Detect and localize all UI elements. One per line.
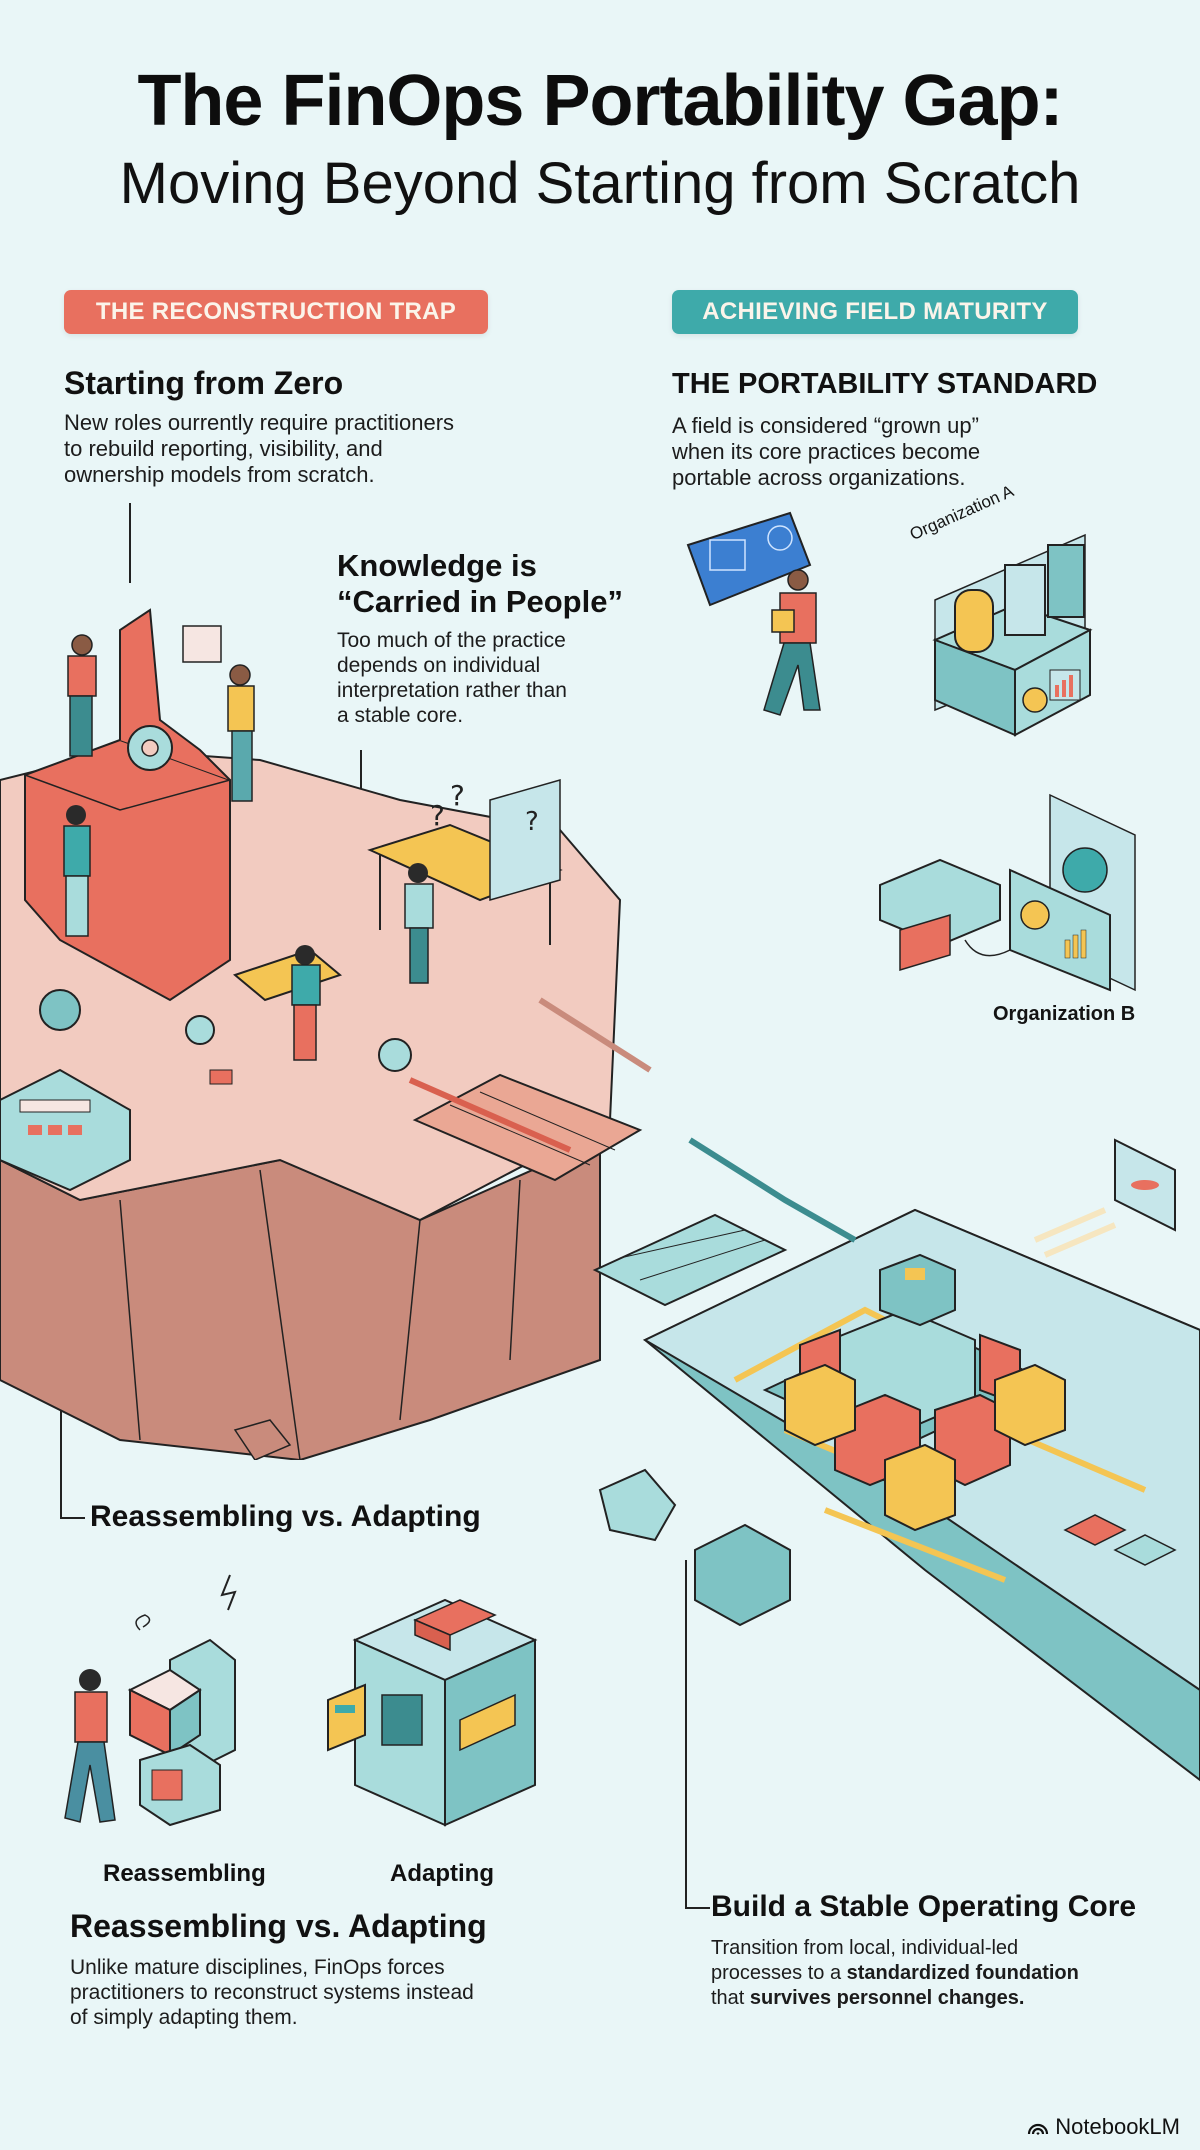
heading-line: Knowledge is bbox=[337, 548, 537, 583]
stable-core-heading: Build a Stable Operating Core bbox=[711, 1890, 1137, 1923]
reassembling-callout-label: Reassembling vs. Adapting bbox=[90, 1500, 481, 1533]
knowledge-body: Too much of the practice depends on indi… bbox=[337, 628, 657, 728]
starting-from-zero-block: Starting from Zero New roles ourrently r… bbox=[64, 365, 524, 488]
notebooklm-logo-icon bbox=[1028, 2123, 1049, 2135]
stable-core-body: Transition from local, individual-led pr… bbox=[711, 1936, 1191, 2011]
body-line: New roles ourrently require practitioner… bbox=[64, 410, 455, 435]
knowledge-heading: Knowledge is “Carried in People” bbox=[337, 548, 657, 620]
body-line: ownership models from scratch. bbox=[64, 462, 375, 487]
body-line: of simply adapting them. bbox=[70, 2006, 298, 2029]
body-line: Too much of the practice bbox=[337, 629, 566, 652]
body-line: depends on individual bbox=[337, 654, 541, 677]
body-line: that survives personnel changes. bbox=[711, 1987, 1025, 2009]
notebooklm-brand: NotebookLM bbox=[1027, 2114, 1180, 2140]
reconstruction-trap-pill: THE RECONSTRUCTION TRAP bbox=[64, 290, 488, 334]
emphasis-survives-personnel-changes: survives personnel changes. bbox=[749, 1987, 1025, 2009]
stable-operating-core-platform bbox=[592, 1137, 1200, 1782]
body-line: interpretation rather than bbox=[337, 679, 567, 702]
portability-standard-heading: THE PORTABILITY STANDARD bbox=[672, 368, 1098, 400]
portability-standard-block: THE PORTABILITY STANDARD A field is cons… bbox=[672, 368, 1132, 491]
svg-text:?: ? bbox=[430, 799, 445, 832]
organization-b-label: Organization B bbox=[993, 1003, 1136, 1025]
page-subtitle: Moving Beyond Starting from Scratch bbox=[119, 151, 1081, 216]
svg-text:?: ? bbox=[525, 807, 539, 837]
reconstruction-rock-illustration: ? ? ? bbox=[0, 608, 652, 1460]
reassembling-body: Unlike mature disciplines, FinOps forces… bbox=[70, 1955, 590, 2030]
body-line: Unlike mature disciplines, FinOps forces bbox=[70, 1956, 445, 1979]
body-line: Transition from local, individual-led bbox=[711, 1937, 1019, 1959]
body-line: processes to a standardized foundation bbox=[711, 1962, 1079, 1984]
reassembling-illustration bbox=[64, 1574, 237, 1827]
person-carrying-blueprint-illustration bbox=[686, 511, 821, 716]
starting-from-zero-heading: Starting from Zero bbox=[64, 365, 344, 401]
body-line: a stable core. bbox=[337, 704, 464, 727]
connector-line-zero bbox=[129, 503, 131, 583]
body-line: to rebuild reporting, visibility, and bbox=[64, 436, 383, 461]
notebooklm-brand-label: NotebookLM bbox=[1055, 2114, 1180, 2139]
organization-a-illustration bbox=[932, 533, 1093, 737]
stable-core-block: Build a Stable Operating Core Transition… bbox=[711, 1890, 1191, 2011]
adapting-label-text: Adapting bbox=[390, 1860, 494, 1887]
reassembling-block: Reassembling vs. Adapting Unlike mature … bbox=[70, 1908, 590, 2030]
body-line: when its core practices become bbox=[672, 439, 981, 464]
svg-text:?: ? bbox=[450, 779, 465, 812]
body-line: A field is considered “grown up” bbox=[672, 413, 979, 438]
organization-b-illustration bbox=[879, 793, 1136, 992]
adapting-illustration bbox=[327, 1598, 538, 1827]
starting-from-zero-body: New roles ourrently require practitioner… bbox=[64, 410, 524, 488]
reassembling-label: Reassembling bbox=[103, 1860, 266, 1887]
body-line: practitioners to reconstruct systems ins… bbox=[70, 1981, 474, 2004]
reassembling-heading: Reassembling vs. Adapting bbox=[70, 1908, 487, 1944]
connector-line-stable-core bbox=[685, 1560, 710, 1909]
page-title: The FinOps Portability Gap: bbox=[137, 61, 1063, 141]
field-maturity-pill: ACHIEVING FIELD MATURITY bbox=[672, 290, 1078, 334]
heading-line: “Carried in People” bbox=[337, 584, 623, 619]
emphasis-standardized-foundation: standardized foundation bbox=[846, 1962, 1079, 1984]
knowledge-block: Knowledge is “Carried in People” Too muc… bbox=[337, 548, 657, 728]
body-line: portable across organizations. bbox=[672, 465, 966, 490]
portability-standard-body: A field is considered “grown up” when it… bbox=[672, 413, 1132, 491]
